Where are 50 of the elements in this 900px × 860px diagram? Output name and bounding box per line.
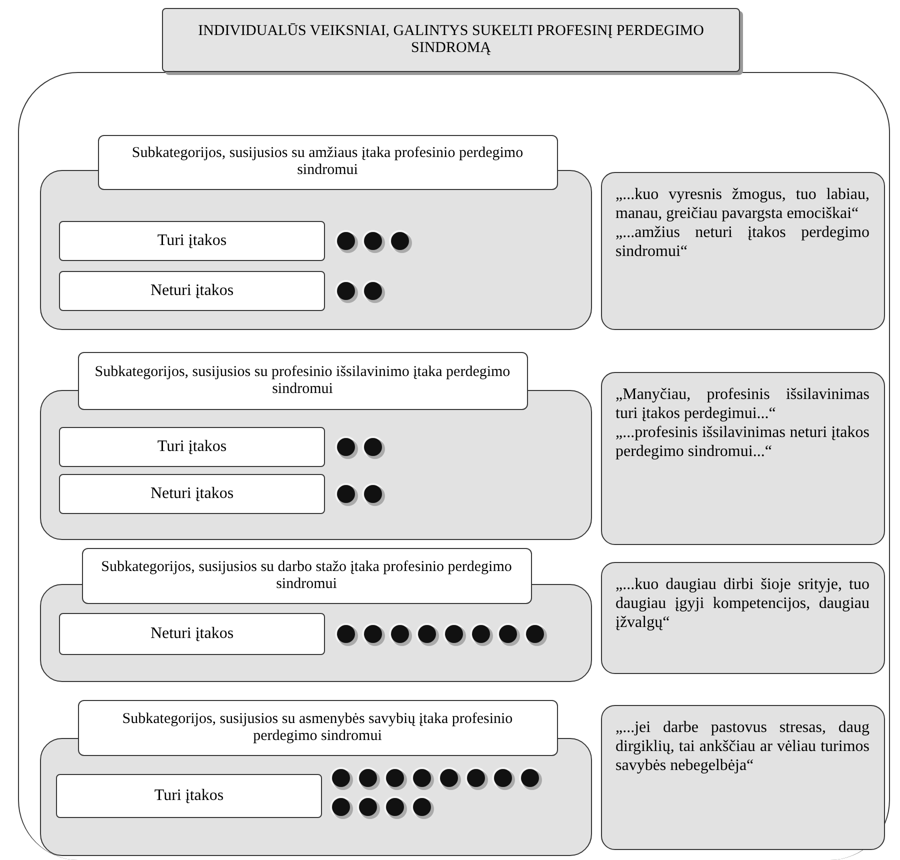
category-box: Turi įtakos	[59, 221, 325, 261]
heading-box: Subkategorijos, susijusios su asmenybės savybių įtaka profesinio perdegimo sindromui	[78, 700, 558, 756]
dot-marker	[332, 769, 350, 787]
title-box: INDIVIDUALŪS VEIKSNIAI, GALINTYS SUKELTI PROFESINĮ PERDEGIMO SINDROMĄ	[162, 8, 740, 72]
dot-marker	[386, 798, 404, 816]
quote-text: „...amžius neturi įtakos perdegimo sindromui“	[616, 222, 870, 262]
dot-marker	[364, 625, 382, 643]
quote-text: „Manyčiau, profesinis išsilavinimas turi įtakos perdegimui...“	[616, 384, 870, 423]
dot-marker	[359, 798, 377, 816]
quote-text: „...profesinis išsilavinimas neturi įtakos perdegimo sindromui...“	[616, 422, 870, 462]
dot-marker	[391, 625, 409, 643]
category-box: Turi įtakos	[56, 774, 322, 818]
dot-marker	[337, 438, 355, 456]
dot-marker	[337, 232, 355, 250]
heading-box: Subkategorijos, susijusios su amžiaus įtaka profesinio perdegimo sindromui	[98, 134, 558, 190]
dot-marker	[364, 282, 382, 300]
dot-marker	[418, 625, 436, 643]
dot-marker	[413, 769, 431, 787]
dot-marker	[364, 438, 382, 456]
dot-marker	[440, 769, 458, 787]
dot-marker	[337, 282, 355, 300]
quote-text: „...kuo vyresnis žmogus, tuo labiau, manau, greičiau pavargsta emociškai“	[616, 184, 870, 223]
dot-marker	[445, 625, 463, 643]
dot-marker	[472, 625, 490, 643]
dot-marker	[359, 769, 377, 787]
dot-marker	[332, 798, 350, 816]
dot-marker	[337, 485, 355, 503]
quote-box	[600, 172, 884, 330]
dot-marker	[391, 232, 409, 250]
category-box: Turi įtakos	[59, 427, 325, 467]
quote-box	[600, 562, 884, 674]
quote-box	[600, 372, 884, 544]
dot-marker	[364, 232, 382, 250]
dot-marker	[364, 485, 382, 503]
dot-marker	[521, 769, 539, 787]
category-box: Neturi įtakos	[59, 474, 325, 514]
dot-marker	[413, 798, 431, 816]
quote-text: „...jei darbe pastovus stresas, daug dirgiklių, tai ankščiau ar vėliau turimos savybės nebegelbėja“	[616, 718, 870, 776]
dot-marker	[467, 769, 485, 787]
dot-marker	[386, 769, 404, 787]
heading-box: Subkategorijos, susijusios su darbo stažo įtaka profesinio perdegimo sindromui	[82, 548, 532, 604]
dot-marker	[526, 625, 544, 643]
quote-box	[600, 704, 884, 850]
dot-marker	[337, 625, 355, 643]
heading-box: Subkategorijos, susijusios su profesinio išsilavinimo įtaka perdegimo sindromui	[78, 352, 528, 410]
category-box: Neturi įtakos	[59, 271, 325, 311]
dot-marker	[494, 769, 512, 787]
category-box: Neturi įtakos	[59, 613, 325, 655]
quote-text: „...kuo daugiau dirbi šioje srityje, tuo daugiau įgyji kompetencijos, daugiau įžvalgų“	[616, 574, 870, 632]
dot-marker	[499, 625, 517, 643]
